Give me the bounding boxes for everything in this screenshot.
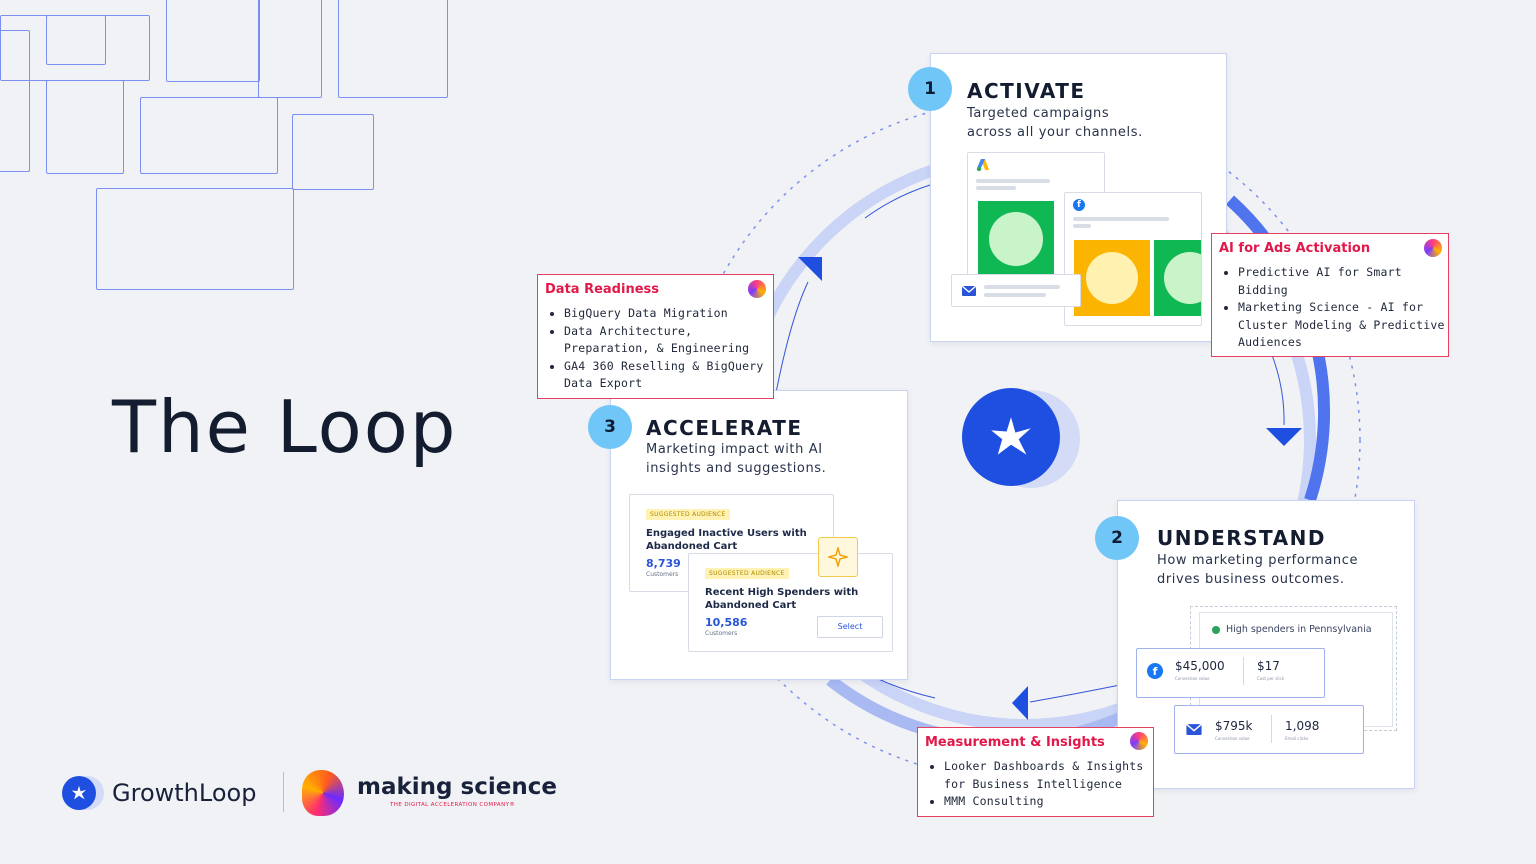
callout-item: GA4 360 Reselling & BigQuery Data Export xyxy=(564,358,773,393)
callout-item: Looker Dashboards & Insights for Busines… xyxy=(944,758,1153,793)
step-number-1: 1 xyxy=(908,67,952,111)
facebook-metrics-row: f $45,000 Conversion value $17 Cost per … xyxy=(1136,648,1325,698)
suggested-tag: SUGGESTED AUDIENCE xyxy=(705,568,789,579)
ad-image xyxy=(1154,240,1201,316)
making-science-icon xyxy=(1130,732,1148,750)
email-icon xyxy=(962,285,976,296)
callout-item: Marketing Science - AI for Cluster Model… xyxy=(1238,299,1448,352)
step-title: ACTIVATE xyxy=(967,79,1086,103)
metric-label: Email clicks xyxy=(1285,736,1309,741)
step-subtitle-line2: across all your channels. xyxy=(967,125,1143,140)
making-science-logo xyxy=(302,770,344,816)
callout-item: Data Architecture, Preparation, & Engine… xyxy=(564,323,773,358)
ai-ads-callout: AI for Ads Activation Predictive AI for … xyxy=(1211,233,1449,357)
callout-item: BigQuery Data Migration xyxy=(564,305,773,323)
sparkle-icon xyxy=(818,537,858,577)
making-science-icon xyxy=(748,280,766,298)
ad-image xyxy=(978,201,1054,275)
facebook-icon: f xyxy=(1147,663,1163,679)
metric-label: Conversion value xyxy=(1215,736,1250,741)
step-subtitle-line2: drives business outcomes. xyxy=(1157,572,1345,587)
email-icon xyxy=(1186,723,1202,735)
step-number-3: 3 xyxy=(588,405,632,449)
data-readiness-callout: Data Readiness BigQuery Data Migration D… xyxy=(537,274,774,399)
facebook-icon: f xyxy=(1073,199,1085,211)
suggested-tag: SUGGESTED AUDIENCE xyxy=(646,509,730,520)
facebook-ads-mock: f xyxy=(1064,192,1202,326)
understand-card: UNDERSTAND How marketing performance dri… xyxy=(1117,500,1415,789)
callout-item: Predictive AI for Smart Bidding xyxy=(1238,264,1448,299)
step-title: UNDERSTAND xyxy=(1157,526,1326,550)
measurement-callout: Measurement & Insights Looker Dashboards… xyxy=(917,727,1154,817)
making-science-icon xyxy=(1424,239,1442,257)
growthloop-wordmark: GrowthLoop xyxy=(112,779,257,807)
metric-value: $45,000 xyxy=(1175,659,1225,673)
person-icon xyxy=(1212,626,1220,634)
audience-count: 8,739 xyxy=(646,557,681,570)
growthloop-star-icon xyxy=(62,776,96,810)
growthloop-logo xyxy=(62,776,104,812)
google-ads-icon xyxy=(976,159,989,172)
metric-label: Cost per click xyxy=(1257,676,1285,681)
step-subtitle-line1: Targeted campaigns xyxy=(967,106,1110,121)
callout-title: AI for Ads Activation xyxy=(1219,241,1371,256)
email-ad-mock xyxy=(951,274,1081,307)
callout-item: MMM Consulting xyxy=(944,793,1153,811)
callout-title: Measurement & Insights xyxy=(925,735,1105,750)
audience-title: Engaged Inactive Users with Abandoned Ca… xyxy=(646,528,807,552)
page-title: The Loop xyxy=(112,385,458,469)
step-subtitle-line2: insights and suggestions. xyxy=(646,461,827,476)
audience-unit: Customers xyxy=(646,571,679,578)
email-metrics-row: $795k Conversion value 1,098 Email click… xyxy=(1174,705,1364,754)
audience-card: SUGGESTED AUDIENCE Recent High Spenders … xyxy=(688,553,893,652)
metric-label: Conversion value xyxy=(1175,676,1210,681)
segment-label: High spenders in Pennsylvania xyxy=(1226,624,1372,635)
metric-value: $795k xyxy=(1215,719,1253,733)
audience-unit: Customers xyxy=(705,630,738,637)
step-title: ACCELERATE xyxy=(646,416,803,440)
step-number-2: 2 xyxy=(1095,516,1139,560)
accelerate-card: ACCELERATE Marketing impact with AI insi… xyxy=(610,390,908,680)
metric-value: $17 xyxy=(1257,659,1280,673)
audience-count: 10,586 xyxy=(705,616,748,629)
brand-divider xyxy=(283,772,284,812)
audience-title: Recent High Spenders with Abandoned Cart xyxy=(705,587,859,611)
making-science-wordmark: making science xyxy=(357,774,557,800)
growthloop-star-icon xyxy=(962,388,1060,486)
callout-title: Data Readiness xyxy=(545,282,659,297)
ad-image xyxy=(1074,240,1150,316)
select-button[interactable]: Select xyxy=(817,616,883,638)
step-subtitle-line1: Marketing impact with AI xyxy=(646,442,823,457)
step-subtitle-line1: How marketing performance xyxy=(1157,553,1359,568)
making-science-tagline: THE DIGITAL ACCELERATION COMPANY® xyxy=(390,802,516,808)
center-logo xyxy=(962,388,1082,488)
activate-card: ACTIVATE Targeted campaigns across all y… xyxy=(930,53,1227,342)
metric-value: 1,098 xyxy=(1285,719,1320,733)
